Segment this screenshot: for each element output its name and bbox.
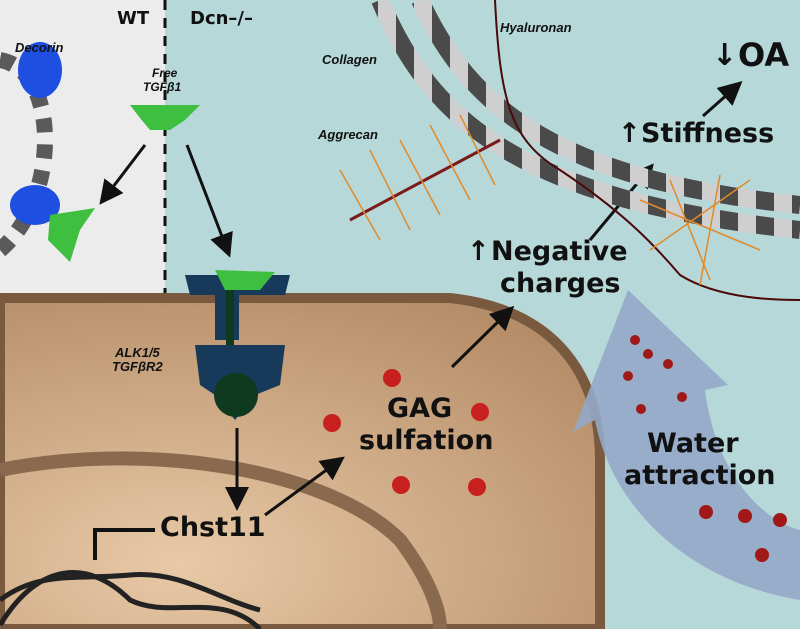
- collagen-fibril-2: [411, 0, 800, 214]
- label-wt: WT: [117, 8, 150, 29]
- label-hyaluronan: Hyaluronan: [500, 20, 572, 35]
- label-gag: GAG: [387, 393, 453, 424]
- label-water: Water: [647, 428, 739, 459]
- water-molecules: [623, 335, 787, 562]
- collagen-fibril-1: [371, 0, 800, 239]
- arrow-gag-to-neg: [450, 305, 515, 369]
- label-stiffness: Stiffness: [641, 118, 775, 149]
- label-attraction: attraction: [624, 460, 776, 491]
- collagen-fibril-wt: [0, 52, 53, 257]
- hyaluronan-strand: [494, 0, 800, 301]
- label-negative: Negative: [491, 236, 628, 267]
- aggrecan-2: [639, 174, 761, 286]
- decorin-2: [10, 185, 60, 225]
- promoter-line: [93, 528, 155, 560]
- nucleus-membrane: [0, 451, 447, 629]
- arrow-stiffness-to-oa: [702, 81, 743, 118]
- label-charges: charges: [500, 268, 621, 299]
- label-sulfation: sulfation: [359, 425, 494, 456]
- decorin-1: [18, 42, 62, 98]
- label-free: Free: [152, 66, 178, 80]
- sulfate-groups: [323, 369, 489, 496]
- label-alk: ALK1/5: [115, 345, 160, 360]
- label-tgfbr2: TGFβR2: [112, 359, 163, 374]
- up-arrow-negative: ↑: [467, 236, 490, 267]
- label-collagen: Collagen: [322, 52, 377, 67]
- receptor-complex: [185, 270, 290, 420]
- label-oa: OA: [738, 36, 790, 74]
- label-dcn-ko: Dcn–/–: [190, 8, 253, 29]
- label-tgfb1: TGFβ1: [143, 80, 182, 94]
- aggrecan-1: [339, 114, 501, 241]
- label-decorin: Decorin: [15, 40, 64, 55]
- label-chst11: Chst11: [160, 512, 266, 543]
- tgfb1-free: [130, 105, 200, 130]
- up-arrow-stiffness: ↑: [618, 118, 641, 149]
- down-arrow-oa: ↓: [712, 38, 738, 73]
- label-aggrecan: Aggrecan: [318, 127, 378, 142]
- cell-body: [0, 293, 605, 629]
- tgfb1-bound: [48, 208, 95, 262]
- arrow-chst11-to-gag: [264, 456, 345, 517]
- dna-helix-2: [0, 571, 261, 613]
- arrow-to-receptor: [185, 144, 233, 258]
- arrow-to-decorin: [99, 144, 147, 205]
